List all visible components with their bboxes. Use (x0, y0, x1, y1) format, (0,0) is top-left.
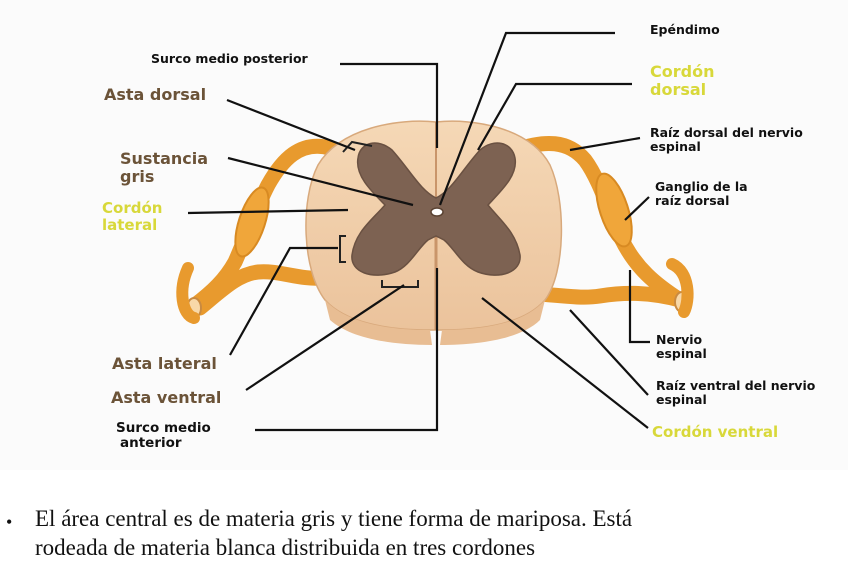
leader-surco-medio-posterior (340, 62, 439, 148)
anterior-lobes (325, 300, 432, 345)
leader-surco-medio-anterior (255, 268, 439, 432)
leader-nervio-espinal (628, 270, 650, 344)
caption-line-2: rodeada de materia blanca distribuida en… (35, 535, 536, 560)
label-cordon-lateral-line1: Cordón (102, 199, 163, 217)
label-ganglio-line2: raíz dorsal (655, 192, 730, 208)
label-ependimo: Epéndimo (650, 22, 720, 37)
label-cordon-dorsal-line1: Cordón (650, 62, 715, 81)
label-raiz-ventral-line2: espinal (656, 391, 707, 407)
right-nerve-stub (666, 258, 694, 318)
label-cordon-lateral-line2: lateral (102, 215, 158, 234)
label-asta-lateral: Asta lateral (112, 354, 217, 373)
label-raiz-dorsal-line1: Raíz dorsal del nervio (650, 125, 803, 140)
label-cordon-ventral: Cordón ventral (652, 423, 779, 441)
label-raiz-dorsal: Raíz dorsal del nervio espinal (650, 126, 803, 154)
spinal-cord-diagram (176, 31, 694, 432)
label-nervio-espinal-line1: Nervio (656, 332, 703, 347)
leader-cordon-ventral (481, 297, 649, 429)
caption-bullet: • (6, 512, 13, 532)
leader-asta-lateral (229, 246, 338, 356)
leader-asta-ventral (245, 284, 405, 391)
leader-asta-dorsal (226, 98, 356, 152)
label-cordon-lateral: Cordón lateral (102, 200, 162, 233)
label-sustancia-gris: Sustancia gris (120, 150, 208, 185)
label-ganglio: Ganglio de la raíz dorsal (655, 180, 748, 208)
label-sustancia-gris-line1: Sustancia (120, 149, 209, 168)
caption-line-1: El área central es de materia gris y tie… (35, 506, 633, 531)
central-canal (430, 207, 444, 217)
label-raiz-ventral-line1: Raíz ventral del nervio (656, 378, 816, 393)
label-nervio-espinal-line2: espinal (656, 345, 707, 361)
label-ganglio-line1: Ganglio de la (655, 179, 748, 194)
label-cordon-dorsal: Cordón dorsal (650, 63, 714, 98)
leader-raiz-dorsal (569, 136, 641, 152)
label-raiz-dorsal-line2: espinal (650, 138, 701, 154)
leader-ganglio (624, 196, 650, 221)
label-surco-medio-anterior: Surco medio anterior (116, 421, 211, 451)
leader-lines (187, 31, 650, 432)
leader-cordon-lateral (187, 208, 349, 215)
leader-sustancia-gris (227, 156, 414, 207)
left-nerve-stub (176, 262, 200, 324)
label-raiz-ventral: Raíz ventral del nervio espinal (656, 379, 815, 407)
label-surco-medio-anterior-line1: Surco medio (116, 420, 211, 436)
label-surco-medio-anterior-line2: anterior (120, 434, 182, 451)
label-sustancia-gris-line2: gris (120, 166, 155, 186)
leader-raiz-ventral (569, 309, 649, 396)
label-cordon-dorsal-line2: dorsal (650, 79, 707, 99)
label-surco-medio-posterior: Surco medio posterior (151, 51, 308, 66)
label-nervio-espinal: Nervio espinal (656, 333, 707, 361)
right-dorsal-root-ganglion (595, 172, 633, 248)
leader-ependimo (438, 31, 615, 206)
label-asta-dorsal: Asta dorsal (104, 85, 207, 104)
label-asta-ventral: Asta ventral (111, 388, 222, 407)
left-dorsal-root-ganglion (234, 186, 270, 258)
leader-cordon-dorsal (477, 82, 632, 151)
